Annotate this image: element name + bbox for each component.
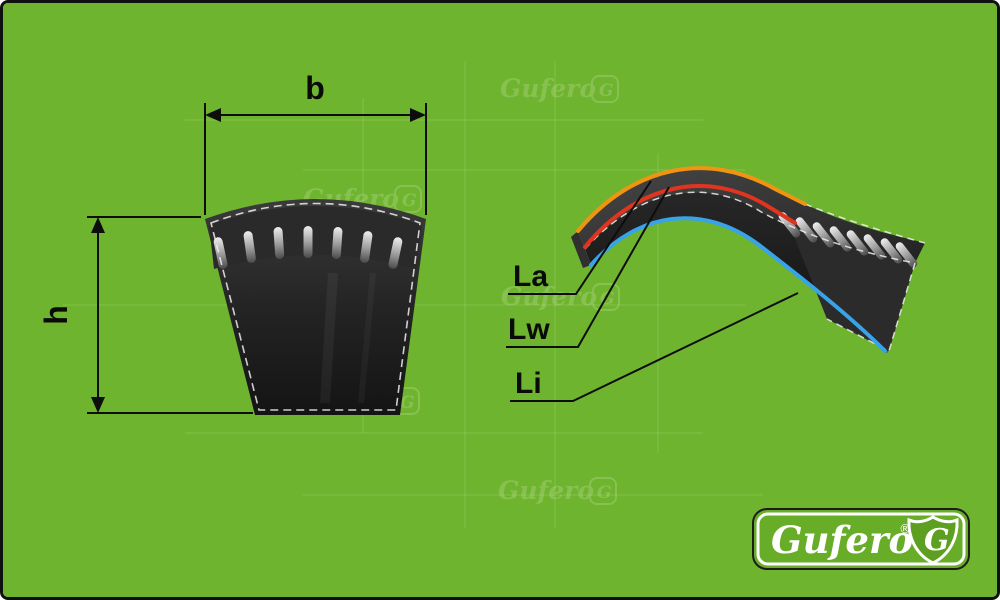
li-leader-line	[510, 292, 799, 402]
dimension-h-arrow-bottom	[91, 397, 105, 413]
cord-pin	[812, 222, 835, 248]
cord-pin	[795, 217, 818, 243]
cord-pin	[243, 231, 256, 263]
logo-monogram-text: G	[924, 523, 950, 558]
cord-pin	[360, 231, 373, 263]
height-label: h	[38, 305, 74, 325]
dimension-h-arrow-top	[91, 217, 105, 233]
belt3d-dashed-top-right	[804, 203, 926, 244]
watermark-monogram-text: G	[402, 191, 417, 211]
dimension-b	[204, 103, 427, 215]
watermark-monogram-text: G	[600, 289, 615, 309]
dimension-b-arrow-right	[410, 108, 426, 122]
cord-pin	[303, 226, 313, 258]
watermark-monogram-text: G	[597, 483, 612, 503]
watermark-mark: Gufero G	[500, 74, 619, 103]
belt3d-cut-face	[791, 229, 915, 351]
length-leaders	[506, 180, 799, 402]
watermark-shield-icon	[591, 75, 619, 103]
logo-badge-border	[756, 512, 966, 566]
belt3d-dashed-lines	[584, 191, 926, 353]
lw-label: Lw	[508, 313, 550, 346]
la-outer-length-line	[576, 166, 807, 233]
watermark-monogram-text: G	[599, 81, 614, 101]
logo-brand-text: Gufero	[771, 518, 913, 562]
dimension-b-arrow-left	[205, 108, 221, 122]
la-label: La	[513, 260, 548, 293]
logo-shield-icon: G	[907, 515, 959, 565]
cord-pin	[880, 238, 903, 264]
belt3d-dashed-top-inner	[584, 191, 916, 264]
la-leader-line	[508, 180, 652, 295]
width-label: b	[305, 70, 325, 106]
belt3d-left-end-face	[571, 231, 591, 268]
watermark-shield-icon	[589, 477, 617, 505]
belt3d-dashed-cut-edge	[826, 262, 916, 353]
dimension-h	[87, 216, 253, 414]
cord-pin	[895, 242, 918, 268]
belt-sheen	[358, 272, 376, 404]
cord-pin	[829, 226, 852, 252]
belt-cross-section	[205, 199, 426, 415]
belt-3d-view	[571, 166, 926, 353]
li-label: Li	[515, 367, 542, 400]
watermark-shield-icon	[592, 283, 620, 311]
watermark-shield-icon	[394, 185, 422, 213]
watermark-brand-text: Gufero	[500, 74, 596, 103]
belt-sheen	[320, 272, 338, 404]
lw-pitch-length-line	[583, 184, 797, 249]
watermark-mark: Gufero G	[498, 476, 617, 505]
belt-dashed-outline	[210, 202, 421, 411]
lw-leader-line	[506, 186, 670, 348]
cord-pin	[273, 227, 285, 259]
watermark-monogram-text: G	[400, 393, 415, 413]
watermark-brand-text: Gufero	[498, 476, 594, 505]
logo-shield-shape	[907, 515, 959, 565]
cord-pin	[863, 234, 886, 260]
cord-pin	[846, 230, 869, 256]
cord-pin	[388, 237, 403, 269]
cord-pin	[331, 227, 343, 259]
belt-diagram-canvas: Gufero G Gufero G Gufero G Gufero G Gufe…	[3, 3, 997, 597]
gufero-logo-badge: Gufero ® G	[752, 508, 970, 570]
li-inner-length-line	[589, 216, 887, 353]
